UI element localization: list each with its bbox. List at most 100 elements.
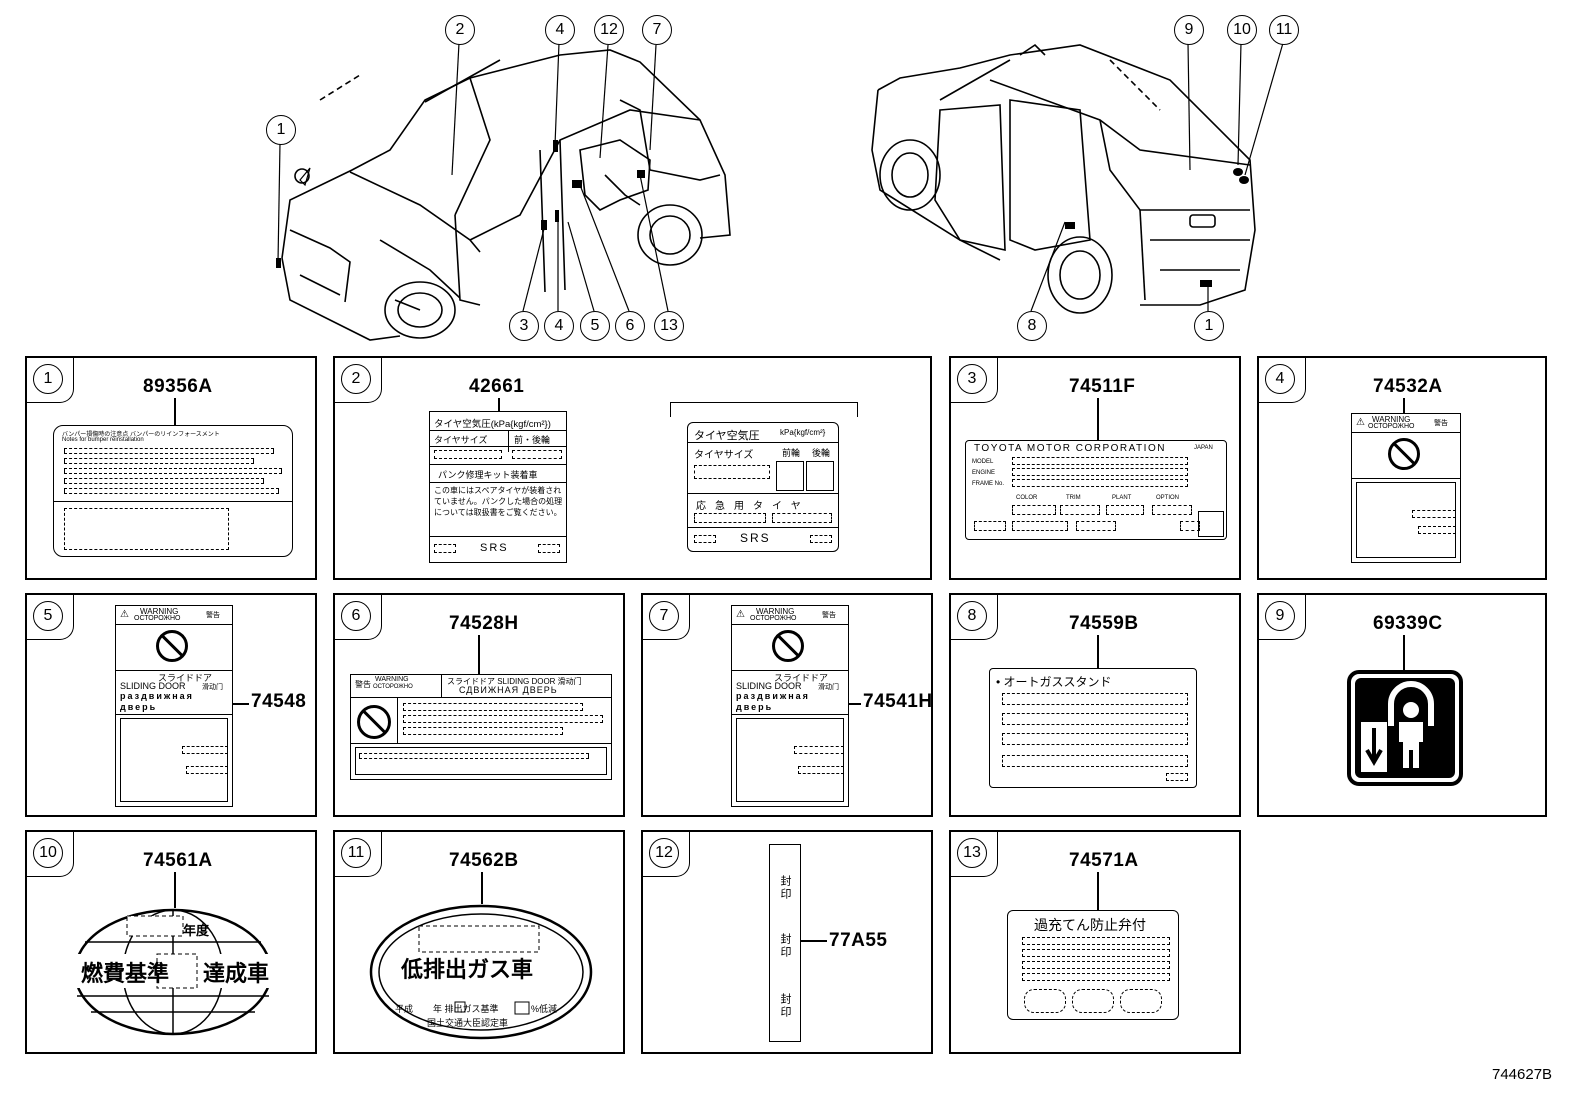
overfill-valve-label: 過充てん防止弁付 [1007,910,1179,1020]
panel-index: 3 [957,364,987,394]
panel-tab [335,832,382,877]
leader-line [1403,398,1405,414]
panel-tab [27,358,74,403]
callout-circle: 8 [1017,311,1047,341]
rear-vehicle-drawing [871,43,1256,314]
callout-circle: 4 [544,311,574,341]
panel-11: 11 74562B 低排出ガス車 平成 年 排出ガス基準 %低減 国土交通大臣認… [333,830,625,1054]
leader-line [801,940,827,942]
low-emission-emblem [369,904,593,1040]
leader-line [1097,398,1099,440]
part-number: 74532A [1373,376,1443,397]
panel-index: 2 [341,364,371,394]
front-label-markers [276,140,645,268]
part-number: 77A55 [829,930,888,951]
rear-callout-leaders [1030,42,1284,312]
callout-circle: 4 [545,15,575,45]
part-number: 74571A [1069,850,1139,871]
part-number: 74562B [449,850,519,871]
panel-index: 5 [33,601,63,631]
panel-6: 6 74528H 警告 WARNING ОСТОРОЖНО スライドドア SLI… [333,593,625,817]
callout-circle: 1 [1194,311,1224,341]
no-hand-icon [772,630,804,662]
leader-line [849,703,861,705]
sliding-door-warning-label: ⚠ WARNING ОСТОРОЖНО 警告 スライドドア SLIDING DO… [731,605,849,807]
panel-tab [951,832,998,877]
callout-circle: 5 [580,311,610,341]
leader-line [1097,872,1099,910]
leader-line [478,635,480,675]
panel-tab [335,358,382,403]
callout-circle: 9 [1174,15,1204,45]
panel-tab [335,595,382,640]
part-number: 74528H [449,613,519,634]
part-number: 74548 [251,691,307,712]
fuel-economy-emblem [71,908,275,1036]
panel-4: 4 74532A ⚠ WARNING ОСТОРОЖНО 警告 [1257,356,1547,580]
part-number: 74541H [863,691,933,712]
leader-line [233,703,249,705]
no-hand-icon [156,630,188,662]
front-vehicle-drawing [281,49,731,341]
panel-2: 2 42661 タイヤ空気圧(kPa{kgf/cm²}) タイヤサイズ 前・後輪… [333,356,932,580]
warning-triangle-icon: ⚠ [1356,417,1365,428]
panel-index: 6 [341,601,371,631]
panel-tab [27,595,74,640]
part-number: 74561A [143,850,213,871]
drawing-id: 744627B [1492,1066,1553,1083]
panel-tab [27,832,74,877]
panel-index: 12 [649,838,679,868]
tire-pressure-label-a: タイヤ空気圧(kPa{kgf/cm²}) タイヤサイズ 前・後輪 パンク修理キッ… [429,411,567,563]
bumper-label: バンパー損傷時の注意点 バンパーのリインフォースメント Notes for bu… [53,425,293,557]
panel-1: 1 89356A バンパー損傷時の注意点 バンパーのリインフォースメント Not… [25,356,317,580]
no-hand-icon [1388,438,1420,470]
panel-index: 9 [1265,601,1295,631]
no-hand-icon [357,705,391,739]
panel-tab [1259,358,1306,403]
part-number: 89356A [143,376,213,397]
child-lock-icon [1347,670,1463,786]
leader-line [1097,635,1099,669]
callout-circle: 13 [654,311,684,341]
panel-index: 7 [649,601,679,631]
leader-line [498,398,500,412]
panel-13: 13 74571A 過充てん防止弁付 [949,830,1241,1054]
front-callout-leaders [277,42,669,312]
label-text-en: Notes for bumper reinstallation [62,437,144,443]
panel-5: 5 ⚠ WARNING ОСТОРОЖНО 警告 スライドドア SLIDING … [25,593,317,817]
callout-circle: 3 [509,311,539,341]
panel-index: 13 [957,838,987,868]
callout-circle: 2 [445,15,475,45]
leader-line [481,872,483,904]
warning-label: ⚠ WARNING ОСТОРОЖНО 警告 [1351,413,1461,563]
panel-7: 7 ⚠ WARNING ОСТОРОЖНО 警告 スライドドア SLIDING … [641,593,933,817]
callout-circle: 1 [266,115,296,145]
panel-index: 8 [957,601,987,631]
panel-tab [1259,595,1306,640]
part-number: 74559B [1069,613,1139,634]
leader-line [174,398,176,426]
vin-plate-label: TOYOTA MOTOR CORPORATION JAPAN MODEL ENG… [965,440,1227,540]
callout-circle: 10 [1227,15,1257,45]
panel-tab [643,595,690,640]
part-number: 74511F [1069,376,1136,397]
callout-circle: 7 [642,15,672,45]
panel-index: 4 [1265,364,1295,394]
panel-8: 8 74559B • オートガススタンド [949,593,1241,817]
callout-circle: 6 [615,311,645,341]
panel-index: 11 [341,838,371,868]
seal-strip-label: 封印 封印 封印 [769,844,801,1042]
panel-12: 12 封印 封印 封印 77A55 [641,830,933,1054]
panel-index: 10 [33,838,63,868]
part-number: 42661 [469,376,525,397]
tire-pressure-label-b: タイヤ空気圧 kPa{kgf/cm²} タイヤサイズ 前輪 後輪 応急用タイヤ … [687,422,839,552]
label-text-jp: バンパー損傷時の注意点 バンパーのリインフォースメント [62,432,220,438]
warning-triangle-icon: ⚠ [736,609,745,620]
sliding-door-wide-label: 警告 WARNING ОСТОРОЖНО スライドドア SLIDING DOOR… [350,674,612,780]
panel-9: 9 69339C [1257,593,1547,817]
panel-10: 10 74561A 年度 燃費基準 達成車 [25,830,317,1054]
rear-label-markers [1065,168,1249,287]
part-number: 69339C [1373,613,1443,634]
warning-triangle-icon: ⚠ [120,609,129,620]
callout-circle: 11 [1269,15,1299,45]
